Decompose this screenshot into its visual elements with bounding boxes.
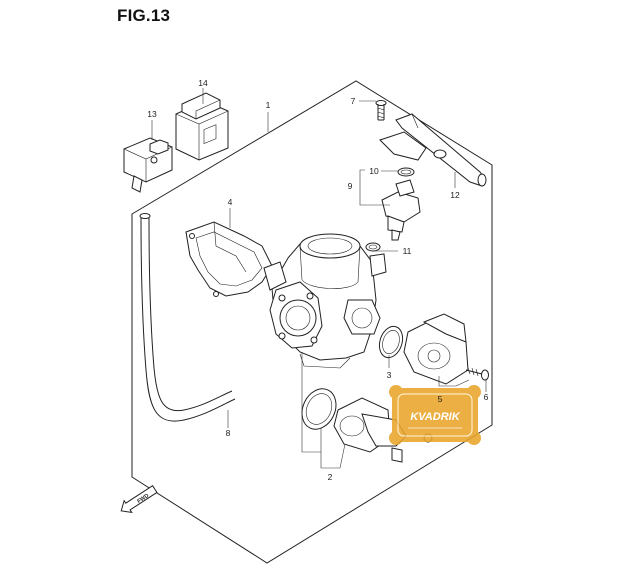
callout-6: 6 <box>484 392 489 402</box>
throttle-body <box>263 233 387 369</box>
callout-11: 11 <box>403 246 412 256</box>
part-2-gasket <box>301 388 337 430</box>
callout-12: 12 <box>450 190 460 200</box>
part-4-bracket <box>185 221 273 297</box>
figure-title: FIG.13 <box>117 6 171 25</box>
part-7-screw <box>375 100 387 121</box>
part-3-o-ring <box>378 325 404 359</box>
assembly-frame <box>131 80 493 564</box>
kvadrik-watermark-logo: KVADRIK <box>389 385 481 445</box>
fwd-text: FWD <box>136 493 150 505</box>
callout-5: 5 <box>438 394 443 404</box>
callout-4: 4 <box>228 197 233 207</box>
part-10-o-ring <box>397 167 415 177</box>
callout-7: 7 <box>351 96 356 106</box>
part-13-connector <box>123 137 173 193</box>
part-11-o-ring <box>365 242 381 252</box>
part-14-connector-housing <box>175 92 229 161</box>
callout-14: 14 <box>198 78 208 88</box>
callout-8: 8 <box>226 428 231 438</box>
part-6-screw <box>465 367 489 381</box>
callout-9: 9 <box>348 181 353 191</box>
leader-lines <box>151 88 487 469</box>
callout-2: 2 <box>328 472 333 482</box>
watermark-text: KVADRIK <box>410 411 460 423</box>
part-12-fuel-pipe <box>379 113 487 187</box>
callout-10: 10 <box>369 166 379 176</box>
callout-labels: 1 2 3 4 5 6 7 8 9 10 11 12 13 14 <box>147 78 488 482</box>
fwd-direction-marker: FWD <box>120 485 158 514</box>
callout-1: 1 <box>266 100 271 110</box>
part-5-tp-sensor <box>403 313 469 385</box>
callout-3: 3 <box>387 370 392 380</box>
part-8-vacuum-hose <box>139 213 236 422</box>
part-9-injector <box>381 179 421 241</box>
callout-13: 13 <box>147 109 157 119</box>
